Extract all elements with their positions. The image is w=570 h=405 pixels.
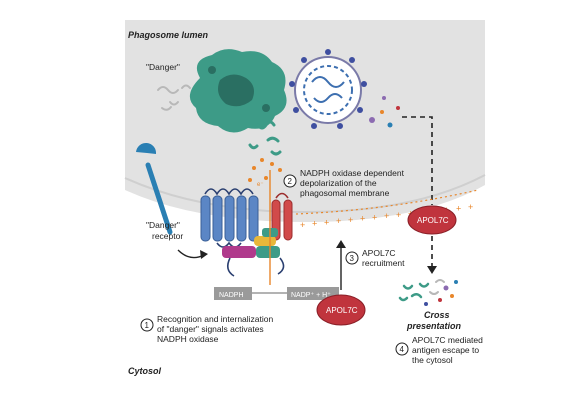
step-2-line-1: NADPH oxidase dependent bbox=[300, 168, 405, 178]
receptor-label-1: "Danger" bbox=[146, 220, 180, 230]
plus-charge: + bbox=[456, 203, 461, 213]
step-1-badge bbox=[140, 318, 154, 332]
plus-charge: + bbox=[372, 212, 377, 222]
danger-fragments bbox=[248, 120, 282, 156]
step-1-line-2: of "danger" signals activates bbox=[157, 324, 264, 334]
receptor-arrowhead bbox=[200, 250, 208, 259]
plus-charge: + bbox=[336, 216, 341, 226]
membrane-inner-edge bbox=[124, 174, 486, 214]
nadp-label: NADP⁺ + H⁺ bbox=[291, 292, 331, 299]
debris bbox=[157, 84, 191, 111]
step-4-badge bbox=[395, 342, 409, 356]
apol7c-membrane-label: APOL7C bbox=[417, 216, 449, 225]
step-1-line-3: NADPH oxidase bbox=[157, 334, 219, 344]
step-1-number: 1 bbox=[145, 321, 150, 330]
receptor-label-2: receptor bbox=[152, 231, 183, 241]
plus-charge: + bbox=[324, 217, 329, 227]
apol7c-cytosol-label: APOL7C bbox=[326, 306, 358, 315]
plus-charge: + bbox=[348, 215, 353, 225]
danger-particle bbox=[189, 49, 287, 133]
step-3-badge bbox=[345, 251, 359, 265]
step-2-line-3: phagosomal membrane bbox=[300, 188, 390, 198]
escape-arrow-path bbox=[402, 116, 433, 205]
plus-charge: + bbox=[384, 211, 389, 221]
electrons bbox=[248, 158, 282, 182]
apol7c-cytosol bbox=[316, 294, 366, 326]
plus-charge: + bbox=[300, 220, 305, 230]
receptor-arrow bbox=[177, 249, 205, 259]
lumen-label: Phagosome lumen bbox=[128, 30, 209, 40]
escape-arrowhead bbox=[427, 266, 437, 274]
danger-label: "Danger" bbox=[146, 62, 180, 72]
electron-label: e⁻ bbox=[257, 182, 264, 188]
step-3-line-1: APOL7C bbox=[362, 248, 396, 258]
nadph-oxidase-complex bbox=[200, 170, 293, 285]
nadp-pill bbox=[287, 287, 339, 300]
step-2-line-2: depolarization of the bbox=[300, 178, 377, 188]
plus-charge: + bbox=[396, 210, 401, 220]
plus-charge: + bbox=[360, 214, 365, 224]
step-1-line-1: Recognition and internalization bbox=[157, 314, 274, 324]
step-2-number: 2 bbox=[288, 177, 293, 186]
cross-presentation-line-2: presentation bbox=[406, 321, 462, 331]
cross-presentation-line-1: Cross bbox=[424, 310, 450, 320]
plus-charge: + bbox=[468, 202, 473, 212]
apol7c-membrane bbox=[407, 205, 457, 235]
plus-charge: + bbox=[312, 219, 317, 229]
antigen-dots bbox=[369, 96, 400, 128]
virus-particle bbox=[289, 49, 367, 129]
recruitment-arrowhead bbox=[336, 240, 346, 248]
cytosol-label: Cytosol bbox=[128, 366, 162, 376]
step-4-line-1: APOL7C mediated bbox=[412, 335, 483, 345]
danger-receptor bbox=[136, 142, 173, 235]
step-3-number: 3 bbox=[350, 254, 355, 263]
step-2-badge bbox=[283, 174, 297, 188]
nadph-pill bbox=[214, 287, 252, 300]
step-4-line-2: antigen escape to bbox=[412, 345, 479, 355]
step-3-line-2: recruitment bbox=[362, 258, 405, 268]
released-antigen bbox=[398, 279, 458, 306]
nadph-label: NADPH bbox=[219, 292, 244, 299]
step-4-number: 4 bbox=[400, 345, 405, 354]
step-4-line-3: the cytosol bbox=[412, 355, 453, 365]
